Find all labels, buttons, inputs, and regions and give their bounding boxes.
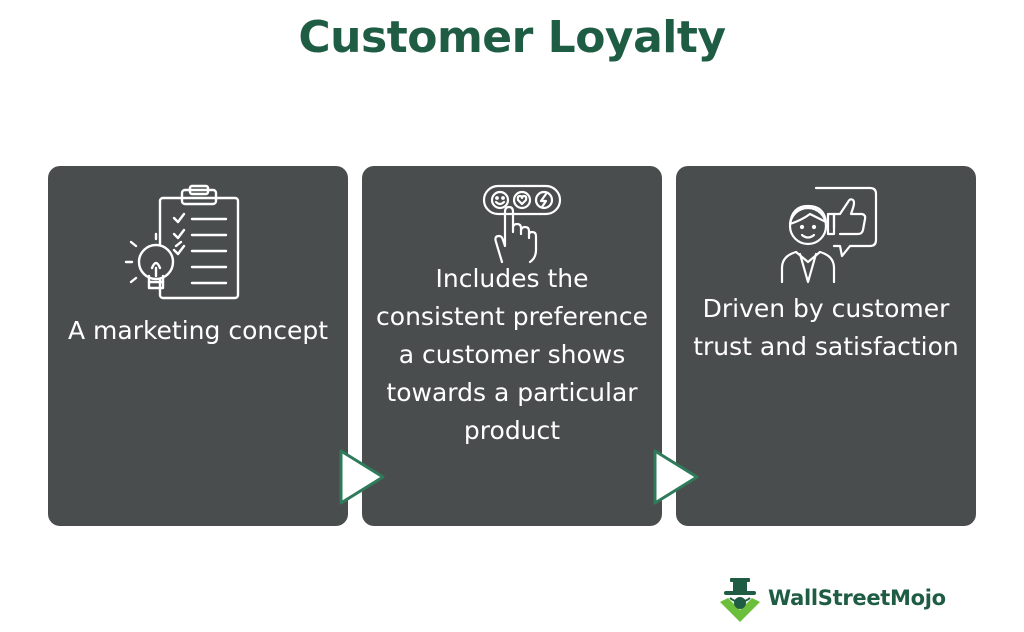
hand-tapping-reaction-buttons-icon [482,184,562,264]
arrow-right-icon [653,449,699,505]
arrow-right-icon [339,449,385,505]
brand-name: WallStreetMojo [768,586,946,610]
person-thumbs-up-speech-icon [780,186,878,284]
concept-card-text: Includes the consistent preference a cus… [376,264,648,445]
concept-card-1: A marketing concept [48,166,348,526]
clipboard-lightbulb-icon [124,184,240,300]
concept-card-text: A marketing concept [67,316,329,345]
page-title: Customer Loyalty [298,12,726,63]
concept-card-3: Driven by customer trust and satisfactio… [676,166,976,526]
wallstreetmojo-logo-icon [720,578,760,622]
concept-card-text: Driven by customer trust and satisfactio… [693,294,959,361]
concept-card-2: Includes the consistent preference a cus… [362,166,662,526]
